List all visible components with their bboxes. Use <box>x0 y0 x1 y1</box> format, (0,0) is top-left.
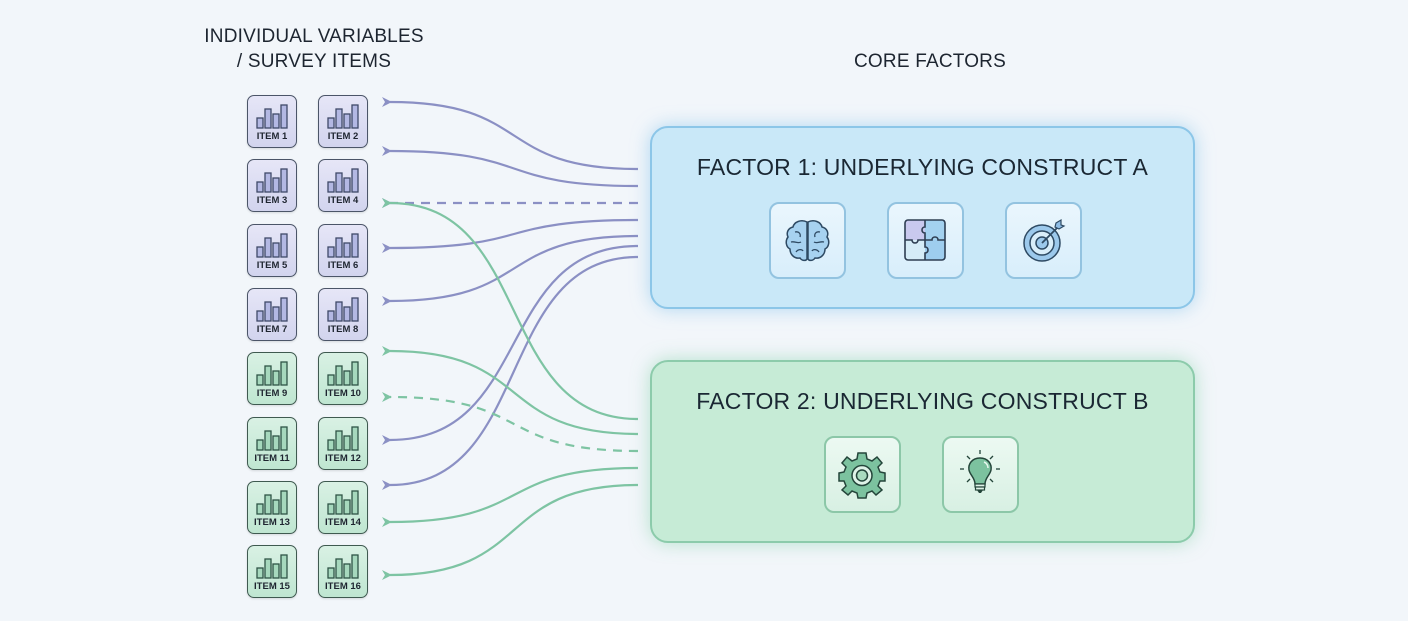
item-tile-7[interactable]: ITEM 7 <box>247 287 297 341</box>
lightbulb-icon <box>942 436 1019 513</box>
loading-arrow-factor1 <box>381 234 639 307</box>
item-label: ITEM 7 <box>256 323 288 335</box>
loading-arrow-factor1 <box>381 244 639 446</box>
item-tile-4[interactable]: ITEM 4 <box>318 159 368 213</box>
item-label: ITEM 6 <box>327 259 359 271</box>
loading-arrow-factor2 <box>381 345 639 436</box>
item-label: ITEM 12 <box>325 452 361 464</box>
factor-1-box[interactable]: FACTOR 1: UNDERLYING CONSTRUCT A <box>650 126 1195 309</box>
items-heading-line1: INDIVIDUAL VARIABLES <box>204 26 424 47</box>
item-label: ITEM 8 <box>327 323 359 335</box>
item-tile-9[interactable]: ITEM 9 <box>247 352 297 406</box>
item-label: ITEM 9 <box>256 388 288 400</box>
loading-arrow-factor1 <box>381 218 639 254</box>
factor-1-title: FACTOR 1: UNDERLYING CONSTRUCT A <box>696 154 1149 180</box>
loading-arrow-factor1 <box>381 96 639 171</box>
item-tile-1[interactable]: ITEM 1 <box>247 95 297 148</box>
item-tile-13[interactable]: ITEM 13 <box>247 480 297 534</box>
items-heading: INDIVIDUAL VARIABLES / SURVEY ITEMS <box>185 24 443 74</box>
item-label: ITEM 16 <box>325 581 361 593</box>
loading-arrow-factor2 <box>381 483 639 581</box>
item-label: ITEM 2 <box>327 131 359 142</box>
item-tile-3[interactable]: ITEM 3 <box>247 159 297 213</box>
item-label: ITEM 15 <box>254 581 290 593</box>
item-label: ITEM 4 <box>327 195 359 207</box>
puzzle-icon <box>887 202 964 279</box>
loading-arrow-factor1 <box>381 255 639 491</box>
loading-arrow-factor2 <box>381 466 639 528</box>
item-label: ITEM 1 <box>256 131 288 142</box>
item-label: ITEM 11 <box>254 452 290 464</box>
target-icon <box>1005 202 1082 279</box>
item-tile-2[interactable]: ITEM 2 <box>318 95 368 148</box>
items-heading-line2: / SURVEY ITEMS <box>236 51 392 72</box>
loading-arrow-factor2 <box>381 197 639 421</box>
dashed-loading-arrow-factor2 <box>381 391 639 453</box>
item-tile-16[interactable]: ITEM 16 <box>318 545 368 599</box>
brain-icon <box>769 202 846 279</box>
item-tile-10[interactable]: ITEM 10 <box>318 352 368 406</box>
loading-arrow-factor1 <box>381 145 639 188</box>
item-tile-12[interactable]: ITEM 12 <box>318 416 368 470</box>
item-tile-11[interactable]: ITEM 11 <box>247 416 297 470</box>
item-tile-8[interactable]: ITEM 8 <box>318 287 368 341</box>
item-label: ITEM 14 <box>325 516 361 528</box>
item-tile-5[interactable]: ITEM 5 <box>247 223 297 277</box>
item-tile-15[interactable]: ITEM 15 <box>247 545 297 599</box>
item-label: ITEM 10 <box>325 388 361 400</box>
factor-2-box[interactable]: FACTOR 2: UNDERLYING CONSTRUCT B <box>650 360 1195 543</box>
item-label: ITEM 13 <box>254 516 290 528</box>
item-tile-6[interactable]: ITEM 6 <box>318 223 368 277</box>
gear-icon <box>824 436 901 513</box>
item-tile-14[interactable]: ITEM 14 <box>318 480 368 534</box>
item-label: ITEM 3 <box>256 195 288 207</box>
factors-heading: CORE FACTORS <box>854 51 1006 72</box>
item-label: ITEM 5 <box>256 259 288 271</box>
factor-2-title: FACTOR 2: UNDERLYING CONSTRUCT B <box>696 388 1149 414</box>
